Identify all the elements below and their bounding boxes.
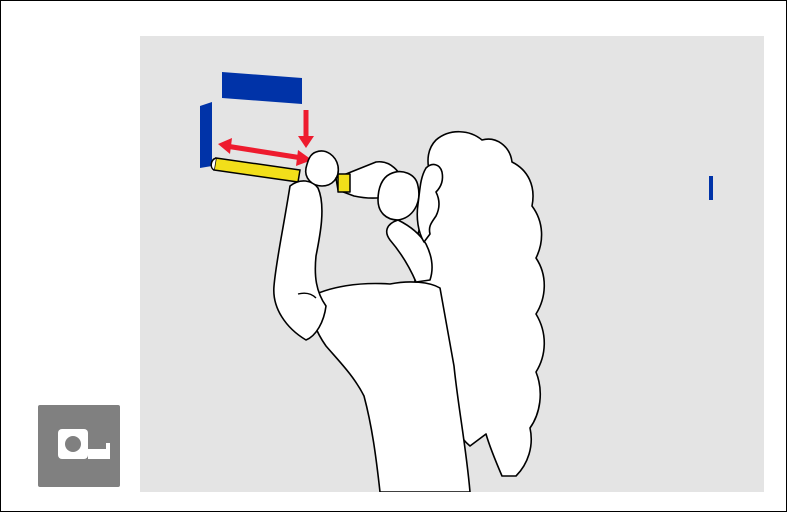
measuring-illustration [140, 36, 764, 492]
tape-measure-badge [38, 405, 120, 487]
tape-measure-icon [38, 405, 120, 487]
blue-panel-top [222, 72, 302, 104]
blue-panel-left [200, 102, 212, 168]
blue-wall-mark [709, 176, 713, 200]
red-arrow-down [298, 110, 314, 148]
tape-blade [211, 158, 300, 182]
woman-figure [274, 132, 544, 492]
wall-scene [140, 36, 764, 492]
